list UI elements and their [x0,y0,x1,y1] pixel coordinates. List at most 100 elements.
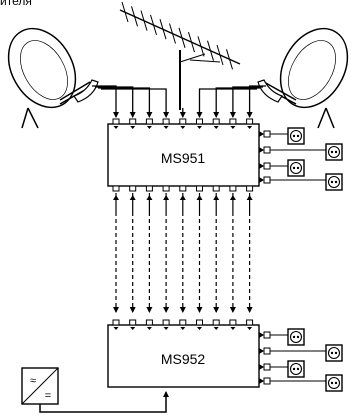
coax-port [145,319,153,326]
lnb-cable [196,88,257,118]
output-port [263,162,271,170]
socket-ring [327,145,341,159]
output-marker [259,332,264,338]
multiswitch-ms952: MS952 [107,319,343,392]
coax-port [162,185,170,192]
coax-port [196,319,203,326]
socket-pin [330,381,334,385]
ms952-label: MS952 [161,351,206,367]
socket-ring [327,376,341,390]
port-marker [113,126,119,129]
output-cable [270,133,289,136]
socket-pin [292,166,296,170]
yagi-element [216,44,224,66]
lnb-cable [101,88,170,118]
port-marker [247,126,253,129]
socket-ring [289,362,303,376]
cropped-caption: ителя [0,0,32,8]
coax-port [196,118,203,125]
port-marker [180,327,186,330]
yagi-element [226,49,233,70]
output-cable [270,350,327,353]
output-marker [259,177,264,183]
socket-pin [296,367,300,371]
port-marker [130,126,136,129]
socket-ring [327,175,341,189]
arrow-up [246,195,253,200]
output-port [263,347,271,355]
yagi-element [178,27,186,48]
coax-port [229,319,237,326]
coax-port [112,319,120,326]
coax-port [145,118,153,125]
socket-pin [334,150,338,154]
right-satellite-dish-icon [257,27,349,129]
coax-port [246,118,254,125]
output-marker [259,364,264,370]
output-port [263,176,271,184]
output-port [263,130,271,138]
port-marker [230,327,236,330]
port-marker [197,327,202,330]
port-marker [230,126,236,129]
yagi-element [131,6,138,27]
coax-port [179,118,187,125]
arrow-up [213,195,220,200]
yagi-element [197,36,205,57]
port-marker [113,327,119,330]
socket-ring [327,346,341,360]
ms951-label: MS951 [161,150,206,166]
output-cable [270,334,289,337]
arrow-up [113,195,119,200]
coax-port [212,118,220,125]
socket-pin [334,381,338,385]
socket-ring [289,129,303,143]
lnb-cable [98,87,153,118]
port-marker [146,327,152,330]
port-marker [197,126,202,129]
port-marker [163,327,169,330]
port-marker [213,126,219,129]
coax-port [129,319,137,326]
yagi-element [169,23,176,44]
port-marker [247,327,253,330]
lnb-cable [95,86,136,118]
output-cable [270,366,289,369]
coax-port [162,118,170,125]
cascade-cables [113,193,253,313]
output-cable [270,165,289,168]
yagi-element [188,31,195,53]
coax-port [129,118,137,125]
arrow-up [129,195,136,200]
coax-port [229,185,237,192]
top-input-cables [92,85,266,118]
output-marker [259,147,264,153]
socket-ring [289,161,303,175]
coax-port [145,185,153,192]
output-marker [259,163,264,169]
output-port [263,331,271,339]
arrow-up [196,195,203,200]
coax-port [129,185,137,192]
output-marker [259,348,264,354]
coax-port [212,185,220,192]
port-marker [130,327,136,330]
socket-pin [330,180,334,184]
coax-port [229,118,237,125]
coax-port [179,185,187,192]
socket-pin [292,134,296,138]
output-port [263,377,271,385]
power-supply-icon: ≈ = [21,367,169,413]
arrow-up [163,195,170,200]
coax-port [246,319,254,326]
output-cable [270,179,327,182]
socket-pin [292,335,296,339]
port-marker [146,126,152,129]
socket-pin [330,351,334,355]
output-marker [259,378,264,384]
coax-port [179,319,187,326]
lnb-cable [92,85,119,118]
yagi-element [207,40,214,61]
coax-port [112,118,120,125]
